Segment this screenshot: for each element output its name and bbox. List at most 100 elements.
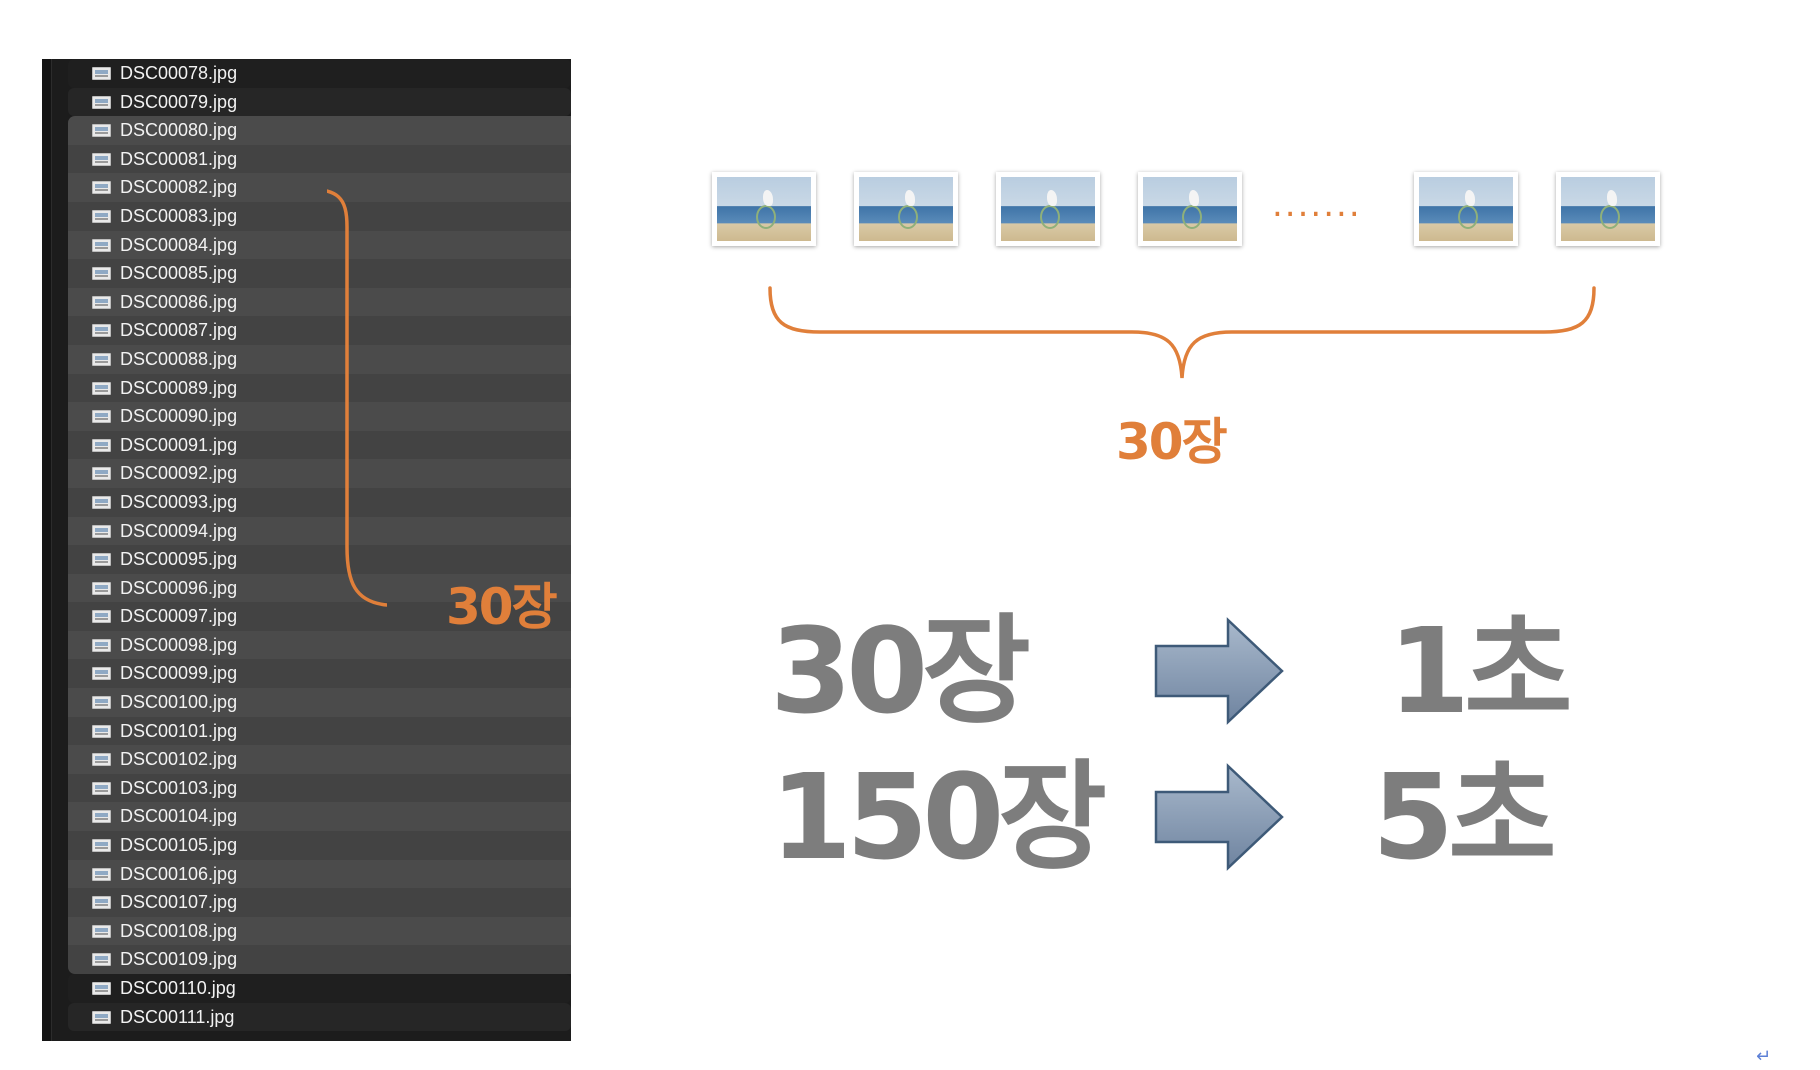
file-row-selected[interactable]: DSC00108.jpg: [68, 916, 571, 946]
file-row-selected[interactable]: DSC00089.jpg: [68, 373, 571, 403]
equation-1-left: 30장: [770, 602, 1031, 740]
selected-count-label: 30장: [446, 578, 558, 636]
file-name: DSC00080.jpg: [120, 120, 238, 141]
file-row-selected[interactable]: DSC00081.jpg: [68, 144, 571, 174]
file-row-selected[interactable]: DSC00090.jpg: [68, 402, 571, 431]
file-name: DSC00081.jpg: [120, 148, 238, 169]
image-file-icon: [92, 638, 111, 652]
file-row-selected[interactable]: DSC00100.jpg: [68, 688, 571, 717]
image-file-icon: [92, 667, 111, 681]
file-row-selected[interactable]: DSC00103.jpg: [68, 773, 571, 803]
image-file-icon: [92, 610, 111, 624]
beach-photo-icon: [1001, 177, 1095, 241]
image-file-icon: [92, 295, 111, 309]
return-glyph: ↵: [1756, 1046, 1772, 1067]
image-file-icon: [92, 410, 111, 424]
file-row-selected[interactable]: DSC00080.jpg: [68, 116, 571, 145]
file-row-selected[interactable]: DSC00105.jpg: [68, 831, 571, 860]
file-name: DSC00110.jpg: [120, 978, 236, 998]
thumbnail-6: [1556, 172, 1660, 246]
file-row-selected[interactable]: DSC00095.jpg: [68, 545, 571, 574]
file-row-selected[interactable]: DSC00096.jpg: [68, 573, 571, 603]
beach-photo-icon: [1419, 177, 1513, 241]
image-file-icon: [92, 181, 111, 195]
file-row-selected[interactable]: DSC00097.jpg: [68, 602, 571, 631]
file-name: DSC00093.jpg: [120, 491, 238, 512]
beach-photo-icon: [717, 177, 811, 241]
file-row-selected[interactable]: DSC00104.jpg: [68, 802, 571, 832]
file-row-selected[interactable]: DSC00101.jpg: [68, 716, 571, 746]
image-file-icon: [92, 953, 111, 967]
file-name: DSC00100.jpg: [120, 692, 238, 713]
file-row-selected[interactable]: DSC00099.jpg: [68, 659, 571, 689]
file-name: DSC00103.jpg: [120, 777, 238, 798]
thumbnail-5: [1414, 172, 1518, 246]
file-name: DSC00090.jpg: [120, 406, 238, 427]
file-row-selected[interactable]: DSC00086.jpg: [68, 287, 571, 317]
file-row[interactable]: DSC00110.jpg: [68, 974, 571, 1003]
file-row-selected[interactable]: DSC00094.jpg: [68, 516, 571, 546]
ellipsis-dots: .......: [1272, 185, 1362, 225]
file-name: DSC00086.jpg: [120, 291, 238, 312]
file-row-selected[interactable]: DSC00082.jpg: [68, 173, 571, 202]
file-row-selected[interactable]: DSC00093.jpg: [68, 487, 571, 517]
image-file-icon: [92, 553, 111, 567]
right-arrow-icon: [1154, 763, 1284, 871]
file-row[interactable]: DSC00111.jpg: [68, 1002, 571, 1032]
image-file-icon: [92, 438, 111, 452]
beach-photo-icon: [1143, 177, 1237, 241]
image-file-icon: [92, 95, 111, 109]
file-name: DSC00097.jpg: [120, 606, 238, 627]
thumbnail-3: [996, 172, 1100, 246]
image-file-icon: [92, 324, 111, 338]
image-file-icon: [92, 467, 111, 481]
file-row-selected[interactable]: DSC00088.jpg: [68, 344, 571, 374]
file-name: DSC00106.jpg: [120, 863, 238, 884]
file-name: DSC00107.jpg: [120, 892, 238, 913]
file-row-selected[interactable]: DSC00092.jpg: [68, 459, 571, 488]
file-row-selected[interactable]: DSC00102.jpg: [68, 745, 571, 774]
file-name: DSC00078.jpg: [120, 63, 238, 83]
file-name: DSC00109.jpg: [120, 949, 238, 970]
file-name: DSC00105.jpg: [120, 835, 238, 856]
file-row-selected[interactable]: DSC00109.jpg: [68, 945, 571, 974]
image-file-icon: [92, 753, 111, 767]
file-row[interactable]: DSC00078.jpg: [68, 59, 571, 88]
file-row-selected[interactable]: DSC00098.jpg: [68, 630, 571, 660]
file-row-selected[interactable]: DSC00085.jpg: [68, 259, 571, 288]
image-file-icon: [92, 810, 111, 824]
file-row-selected[interactable]: DSC00083.jpg: [68, 201, 571, 231]
image-file-icon: [92, 1010, 111, 1024]
image-file-icon: [92, 267, 111, 281]
file-name: DSC00079.jpg: [120, 91, 238, 112]
file-name: DSC00095.jpg: [120, 549, 238, 570]
file-row-selected[interactable]: DSC00107.jpg: [68, 888, 571, 917]
image-file-icon: [92, 152, 111, 166]
file-row-selected[interactable]: DSC00087.jpg: [68, 316, 571, 345]
image-file-icon: [92, 896, 111, 910]
file-name: DSC00087.jpg: [120, 320, 238, 341]
file-name: DSC00089.jpg: [120, 377, 238, 398]
thumbnail-1: [712, 172, 816, 246]
file-row[interactable]: DSC00079.jpg: [68, 87, 571, 117]
file-row-selected[interactable]: DSC00091.jpg: [68, 430, 571, 460]
right-arrow-icon: [1154, 617, 1284, 725]
image-file-icon: [92, 524, 111, 538]
image-file-icon: [92, 209, 111, 223]
file-row-selected[interactable]: DSC00084.jpg: [68, 230, 571, 260]
file-row-selected[interactable]: DSC00106.jpg: [68, 859, 571, 889]
list-brace: [327, 189, 387, 607]
thumbnail-2: [854, 172, 958, 246]
image-file-icon: [92, 924, 111, 938]
panel-gutter: [42, 59, 52, 1041]
equation-2-left: 150장: [770, 748, 1107, 886]
beach-photo-icon: [1561, 177, 1655, 241]
image-file-icon: [92, 839, 111, 853]
file-name: DSC00099.jpg: [120, 663, 238, 684]
image-file-icon: [92, 495, 111, 509]
image-file-icon: [92, 581, 111, 595]
file-name: DSC00088.jpg: [120, 348, 238, 369]
image-file-icon: [92, 124, 111, 138]
